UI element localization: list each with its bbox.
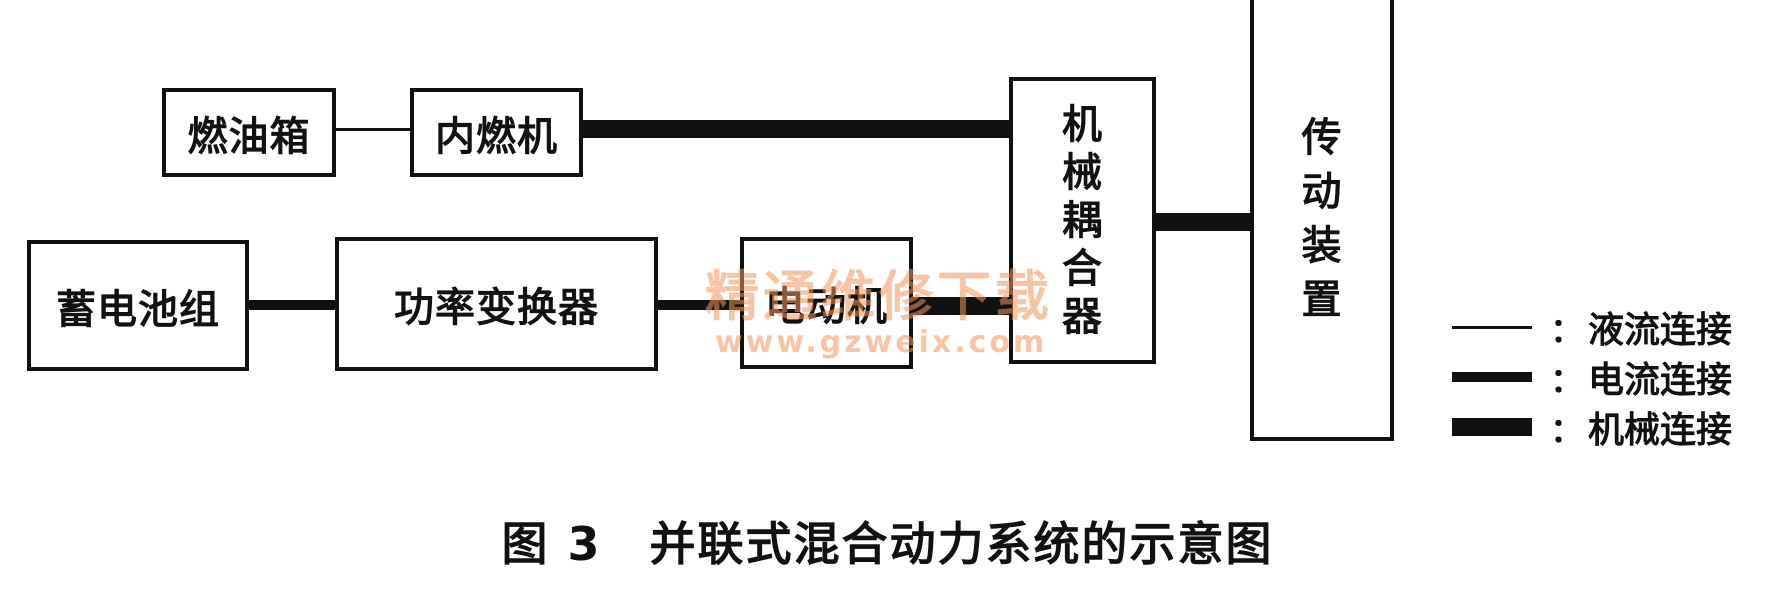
coupler-char: 机	[1062, 101, 1103, 148]
legend-colon: ：	[1550, 360, 1584, 401]
transmission-char: 传	[1301, 114, 1343, 161]
power-converter-label: 功率变换器	[394, 285, 599, 331]
mechanical-line-motor-coupler	[910, 297, 1012, 315]
electric-line-battery-converter	[246, 300, 338, 310]
coupler-char: 器	[1062, 293, 1103, 340]
legend-mechanical-sample	[1452, 418, 1532, 436]
fuel-tank-label: 燃油箱	[187, 113, 311, 160]
transmission-char: 置	[1301, 276, 1343, 323]
legend-electric-label: 电流连接	[1588, 360, 1733, 401]
mechanical-line-engine-coupler	[580, 120, 1012, 138]
transmission-block: 传 动 装 置	[1250, 0, 1394, 441]
legend-fluid-label: 液流连接	[1588, 310, 1733, 351]
fluid-line-tank-engine	[333, 128, 413, 131]
fuel-tank-block: 燃油箱	[162, 88, 336, 177]
coupler-char: 合	[1062, 245, 1103, 292]
figure-caption: 图 3 并联式混合动力系统的示意图	[501, 517, 1274, 571]
legend-fluid-sample	[1452, 325, 1532, 329]
power-converter-block: 功率变换器	[335, 237, 658, 371]
legend-electric: ： 电流连接	[1452, 352, 1732, 402]
mechanical-coupler-block: 机 械 耦 合 器	[1009, 77, 1156, 364]
transmission-char: 动	[1301, 168, 1343, 215]
electric-line-converter-motor	[655, 300, 743, 310]
legend-colon: ：	[1550, 410, 1584, 451]
legend-electric-sample	[1452, 372, 1532, 382]
motor-label: 电动机	[765, 284, 888, 330]
motor-block: 电动机	[740, 237, 913, 369]
coupler-char: 耦	[1062, 197, 1103, 244]
mechanical-line-coupler-transmission	[1153, 213, 1253, 231]
engine-block: 内燃机	[410, 88, 583, 177]
engine-label: 内燃机	[435, 113, 558, 160]
transmission-char: 装	[1301, 222, 1343, 269]
battery-block: 蓄电池组	[27, 240, 249, 371]
battery-label: 蓄电池组	[56, 286, 220, 333]
legend-colon: ：	[1550, 310, 1584, 351]
legend-mechanical-label: 机械连接	[1588, 410, 1733, 451]
coupler-char: 械	[1062, 149, 1103, 196]
legend-fluid: ： 液流连接	[1452, 302, 1732, 352]
legend-mechanical: ： 机械连接	[1452, 402, 1732, 452]
